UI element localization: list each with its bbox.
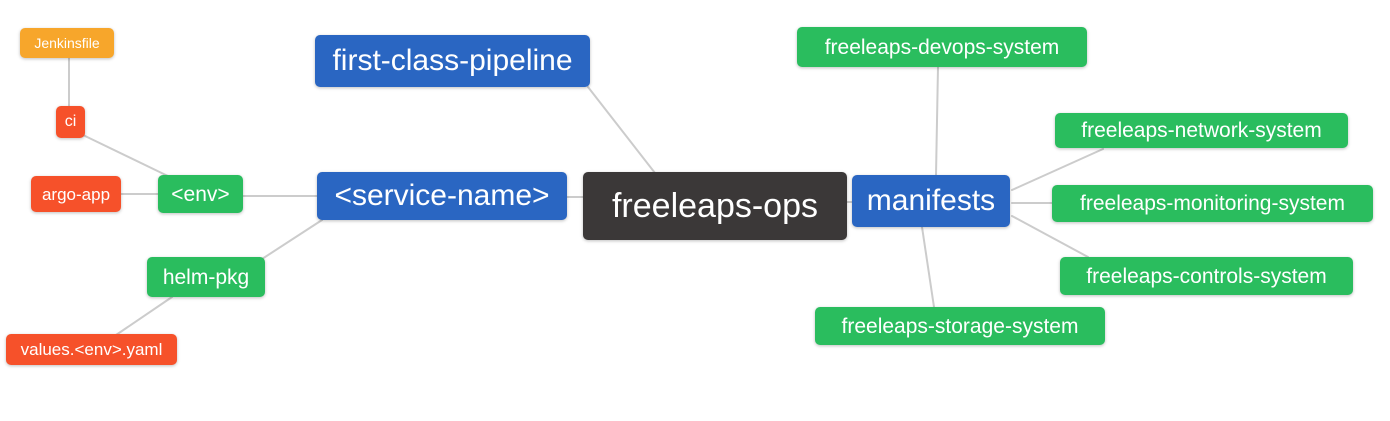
node-jenkinsfile[interactable]: Jenkinsfile xyxy=(20,28,114,58)
node-freeleaps-monitoring-system[interactable]: freeleaps-monitoring-system xyxy=(1052,185,1373,222)
node-first-class-pipeline[interactable]: first-class-pipeline xyxy=(315,35,590,87)
edge-manifests-devops xyxy=(935,66,939,176)
node-freeleaps-ops-root[interactable]: freeleaps-ops xyxy=(583,172,847,240)
edge-ci-env xyxy=(82,134,173,179)
node-argo-app[interactable]: argo-app xyxy=(31,176,121,212)
node-freeleaps-storage-system[interactable]: freeleaps-storage-system xyxy=(815,307,1105,345)
edge-service-name-helm-pkg xyxy=(261,219,323,260)
edge-manifests-controls xyxy=(1011,215,1089,258)
node-manifests[interactable]: manifests xyxy=(852,175,1010,227)
node-freeleaps-devops-system[interactable]: freeleaps-devops-system xyxy=(797,27,1087,67)
node-service-name[interactable]: <service-name> xyxy=(317,172,567,220)
node-freeleaps-network-system[interactable]: freeleaps-network-system xyxy=(1055,113,1348,148)
node-ci[interactable]: ci xyxy=(56,106,85,138)
node-freeleaps-controls-system[interactable]: freeleaps-controls-system xyxy=(1060,257,1353,295)
edge-manifests-network xyxy=(1011,148,1104,191)
edge-pipeline-freeleaps-ops xyxy=(587,86,656,174)
edge-manifests-storage xyxy=(921,226,935,308)
node-values-env-yaml[interactable]: values.<env>.yaml xyxy=(6,334,177,365)
edge-helm-pkg-values xyxy=(115,296,173,336)
node-helm-pkg[interactable]: helm-pkg xyxy=(147,257,265,297)
node-env[interactable]: <env> xyxy=(158,175,243,213)
